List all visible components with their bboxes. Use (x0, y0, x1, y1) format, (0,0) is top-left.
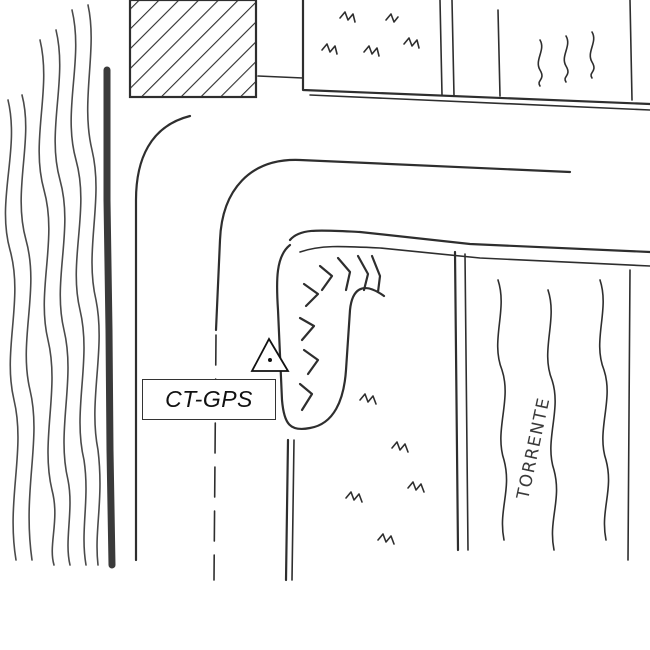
top-field (301, 0, 650, 111)
station-label: CT-GPS (165, 386, 253, 412)
triangle-with-dot-icon (250, 337, 290, 372)
building-hatched (128, 0, 258, 99)
stream-block: TORRENTE (453, 250, 631, 561)
station-label-box: CT-GPS (142, 379, 276, 420)
stream-label: TORRENTE (513, 395, 554, 502)
road (134, 114, 650, 581)
river-left (4, 4, 101, 566)
grass-patch (275, 243, 425, 582)
embankment-line (103, 66, 116, 569)
building-connector (257, 75, 304, 79)
